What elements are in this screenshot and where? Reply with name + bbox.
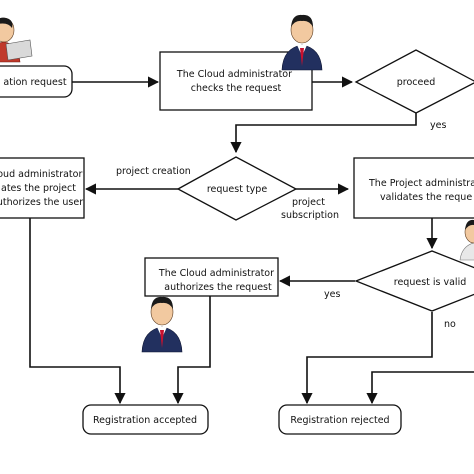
svg-text:project subscription: project subscription xyxy=(281,197,339,221)
decision-request-type: request type xyxy=(176,156,298,221)
decision-request-type-label: request type xyxy=(207,184,268,195)
edge-isvalid-no xyxy=(301,312,433,405)
node-registration-rejected: Registration rejected xyxy=(278,404,402,435)
edge-label-proceed-yes: yes xyxy=(430,120,446,131)
node-registration-rejected-label: Registration rejected xyxy=(290,415,389,426)
user-avatar-icon xyxy=(0,17,33,63)
decision-proceed: proceed xyxy=(354,49,474,114)
project-administrator-avatar-icon xyxy=(459,219,474,261)
edge-label-valid-no: no xyxy=(444,319,456,330)
node-admin-validates-line-2: ates the project xyxy=(1,183,76,194)
svg-text:The Cloud administrator: The Cloud administrator checks the reque… xyxy=(176,69,295,94)
node-admin-checks: The Cloud administrator checks the reque… xyxy=(159,51,313,111)
node-project-admin-validates-line-2: validates the reque xyxy=(380,192,472,203)
edge-label-project-creation: project creation xyxy=(116,166,191,177)
node-admin-validates-left: loud administrator ates the project utho… xyxy=(0,157,85,219)
cloud-administrator-avatar-icon xyxy=(141,296,183,353)
edge-authorizes-to-accepted xyxy=(172,296,211,405)
edges xyxy=(29,76,474,405)
decision-request-is-valid-label: request is valid xyxy=(394,277,467,288)
node-project-admin-validates: The Project administra validates the req… xyxy=(353,157,474,219)
cloud-administrator-avatar-icon xyxy=(281,14,323,71)
node-registration-accepted-label: Registration accepted xyxy=(93,415,197,426)
svg-text:The Project administra v: The Project administra validates the req… xyxy=(368,178,474,203)
node-admin-checks-line-1: The Cloud administrator xyxy=(176,69,292,80)
edge-offscreen-to-rejected xyxy=(366,371,474,405)
node-registration-request: ation request xyxy=(0,65,73,98)
node-admin-authorizes-line-1: The Cloud administrator xyxy=(158,268,274,279)
node-admin-validates-line-1: loud administrator xyxy=(0,169,82,180)
node-admin-checks-line-2: checks the request xyxy=(191,83,282,94)
node-registration-accepted: Registration accepted xyxy=(82,404,209,435)
node-project-admin-validates-line-1: The Project administra xyxy=(368,178,474,189)
edge-label-project-subscription-line-2: subscription xyxy=(281,210,339,221)
node-admin-validates-line-3: uthorizes the user xyxy=(0,197,83,208)
node-admin-authorizes-line-2: authorizes the request xyxy=(164,282,272,293)
edge-proceed-yes xyxy=(230,110,417,154)
decision-proceed-label: proceed xyxy=(397,77,435,88)
node-registration-request-label: ation request xyxy=(3,77,66,88)
edge-label-valid-yes: yes xyxy=(324,289,340,300)
svg-text:The Cloud administrator: The Cloud administrator authorizes the r… xyxy=(158,268,277,293)
node-admin-authorizes: The Cloud administrator authorizes the r… xyxy=(144,257,279,297)
edge-left-to-accepted xyxy=(29,218,126,405)
svg-text:loud administrator ates: loud administrator ates the project utho… xyxy=(0,169,85,208)
decision-request-is-valid: request is valid xyxy=(354,250,474,312)
edge-label-project-subscription-line-1: project xyxy=(292,197,325,208)
